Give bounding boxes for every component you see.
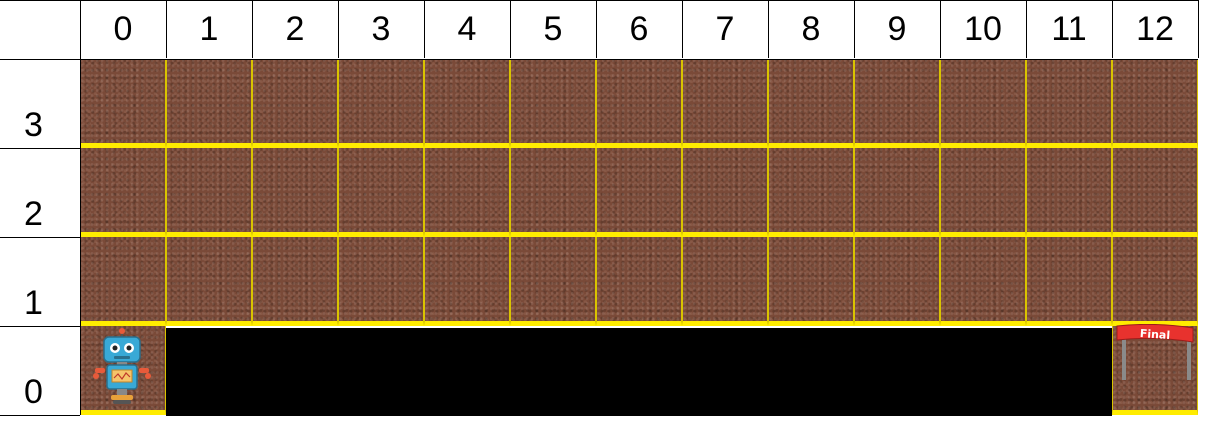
robot-icon xyxy=(93,328,151,404)
column-label-4: 4 xyxy=(457,10,477,48)
grid-cell-2-2 xyxy=(252,148,338,237)
grid-cell-3-2 xyxy=(252,59,338,148)
grid-cell-2-6 xyxy=(596,148,682,237)
grid-line-v-1 xyxy=(166,0,167,58)
grid-cell-1-9 xyxy=(854,237,940,326)
grid-line-v-left xyxy=(80,0,81,415)
column-label-12: 12 xyxy=(1136,10,1174,48)
column-label-3: 3 xyxy=(371,10,391,48)
finish-flag-icon: Final xyxy=(1116,324,1194,380)
grid-line-v-11 xyxy=(1026,0,1027,58)
grid-cell-3-8 xyxy=(768,59,854,148)
grid-line-v-13 xyxy=(1198,0,1199,58)
column-label-0: 0 xyxy=(113,10,133,48)
grid-cell-1-0 xyxy=(80,237,166,326)
grid-cell-1-7 xyxy=(682,237,768,326)
grid-line-h-2 xyxy=(0,148,80,149)
grid-cell-2-12 xyxy=(1112,148,1198,237)
grid-line-v-3 xyxy=(338,0,339,58)
grid-line-v-10 xyxy=(940,0,941,58)
column-label-11: 11 xyxy=(1051,10,1087,48)
pit-cell xyxy=(252,328,338,416)
grid-cell-2-9 xyxy=(854,148,940,237)
grid-cell-3-9 xyxy=(854,59,940,148)
grid-cell-0-12: Final xyxy=(1112,324,1198,415)
grid-line-v-8 xyxy=(768,0,769,58)
grid-cell-1-3 xyxy=(338,237,424,326)
grid-line-h-3 xyxy=(0,237,80,238)
grid-cell-1-4 xyxy=(424,237,510,326)
grid-line-v-2 xyxy=(252,0,253,58)
grid-cell-2-11 xyxy=(1026,148,1112,237)
column-label-1: 1 xyxy=(199,10,219,48)
grid-cell-3-11 xyxy=(1026,59,1112,148)
pit-cell xyxy=(854,328,940,416)
grid-cell-2-3 xyxy=(338,148,424,237)
grid-line-v-6 xyxy=(596,0,597,58)
grid-cell-1-11 xyxy=(1026,237,1112,326)
column-label-2: 2 xyxy=(285,10,305,48)
grid-line-h-1 xyxy=(0,59,1198,60)
row-label-2: 2 xyxy=(24,195,43,233)
grid-cell-1-6 xyxy=(596,237,682,326)
grid-cell-1-2 xyxy=(252,237,338,326)
grid-line-v-4 xyxy=(424,0,425,58)
grid-cell-2-10 xyxy=(940,148,1026,237)
column-label-10: 10 xyxy=(964,10,1002,48)
grid-cell-2-4 xyxy=(424,148,510,237)
pit-cell xyxy=(166,328,252,416)
column-label-5: 5 xyxy=(543,10,563,48)
pit-cell xyxy=(510,328,596,416)
grid-cell-3-5 xyxy=(510,59,596,148)
grid-cell-3-1 xyxy=(166,59,252,148)
pit-cell xyxy=(1026,328,1112,416)
grid-cell-3-0 xyxy=(80,59,166,148)
grid-cell-1-8 xyxy=(768,237,854,326)
grid-cell-2-7 xyxy=(682,148,768,237)
grid-cell-3-7 xyxy=(682,59,768,148)
grid-line-v-9 xyxy=(854,0,855,58)
grid-cell-3-4 xyxy=(424,59,510,148)
grid-cell-2-0 xyxy=(80,148,166,237)
grid-cell-1-5 xyxy=(510,237,596,326)
grid-cell-3-12 xyxy=(1112,59,1198,148)
column-label-8: 8 xyxy=(801,10,821,48)
grid-cell-1-12 xyxy=(1112,237,1198,326)
grid-line-h-0 xyxy=(0,0,1198,1)
finish-flag-label: Final xyxy=(1139,327,1170,342)
grid-cell-2-8 xyxy=(768,148,854,237)
grid-cell-1-10 xyxy=(940,237,1026,326)
pit-cell xyxy=(768,328,854,416)
pit-cell xyxy=(940,328,1026,416)
pit-cell xyxy=(338,328,424,416)
grid-line-v-12 xyxy=(1112,0,1113,58)
grid-line-h-5 xyxy=(0,415,80,416)
grid-cell-2-1 xyxy=(166,148,252,237)
column-label-7: 7 xyxy=(715,10,735,48)
column-label-9: 9 xyxy=(887,10,907,48)
grid-line-v-5 xyxy=(510,0,511,58)
pit-cell xyxy=(682,328,768,416)
column-label-6: 6 xyxy=(629,10,649,48)
grid-cell-1-1 xyxy=(166,237,252,326)
grid-line-h-4 xyxy=(0,326,80,327)
grid-cell-3-3 xyxy=(338,59,424,148)
grid-cell-0-0 xyxy=(80,326,166,415)
row-label-0: 0 xyxy=(24,373,43,411)
grid-cell-2-5 xyxy=(510,148,596,237)
row-label-1: 1 xyxy=(24,284,43,322)
grid-cell-3-6 xyxy=(596,59,682,148)
grid-line-v-7 xyxy=(682,0,683,58)
grid-cell-3-10 xyxy=(940,59,1026,148)
pit-cell xyxy=(596,328,682,416)
row-label-3: 3 xyxy=(24,106,43,144)
pit-cell xyxy=(424,328,510,416)
